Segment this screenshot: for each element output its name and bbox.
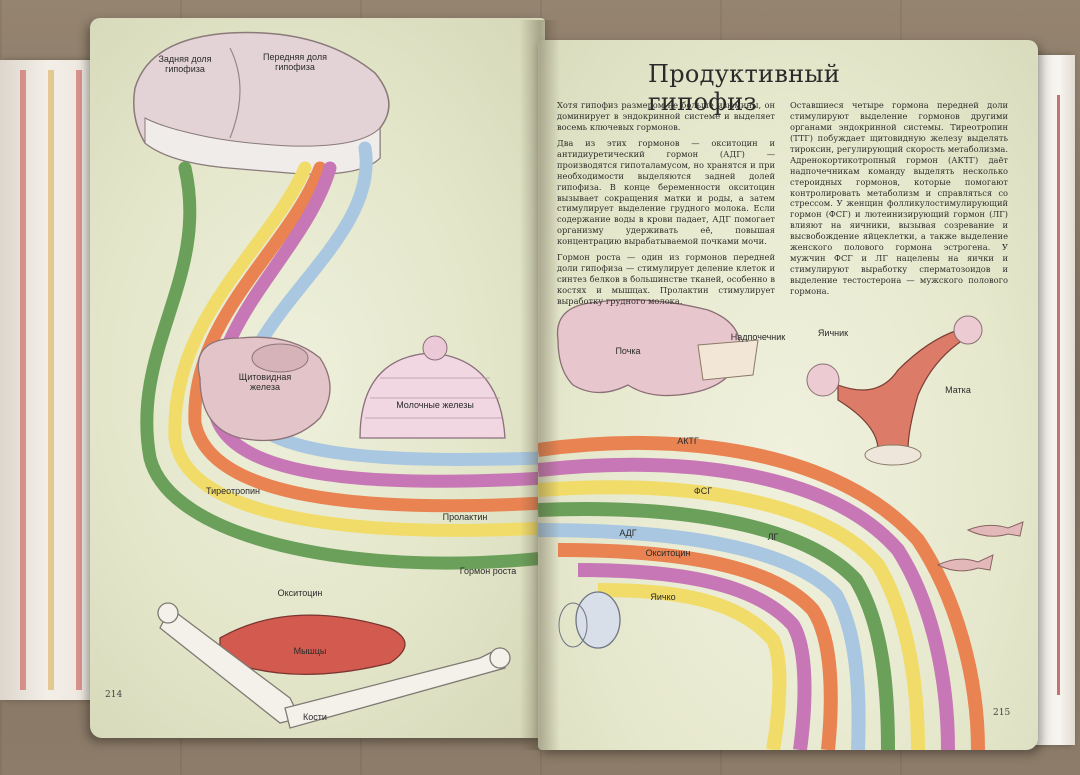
bones	[157, 602, 511, 729]
paragraph: Оставшиеся четыре гормона передней доли …	[790, 100, 1008, 296]
anterior-pituitary-label: Передняя доля гипофиза	[263, 52, 327, 73]
testis-label: Яичко	[650, 592, 676, 602]
paragraph: Два из этих гормонов — окситоцин и антид…	[557, 137, 775, 247]
left-illustration	[133, 31, 545, 729]
posterior-pituitary-label: Задняя доля гипофиза	[158, 54, 212, 75]
testis	[558, 591, 621, 649]
fish-sperm	[936, 521, 1024, 572]
hormone-arcs	[538, 435, 985, 750]
text-column-2: Оставшиеся четыре гормона передней доли …	[790, 100, 1008, 302]
band-fsh-label: ФСГ	[693, 486, 713, 496]
band-oxytocin-label: Окситоцин	[277, 588, 323, 598]
band-adh-label: АДГ	[619, 528, 637, 538]
band-prolactin-label: Пролактин	[442, 512, 488, 522]
right-page: Надпочечник Почка Яичник Матка Яичко АКТ…	[538, 40, 1038, 750]
paragraph: Гормон роста — один из гормонов передней…	[557, 252, 775, 306]
bones-label: Кости	[303, 712, 327, 722]
band-growth-label: Гормон роста	[459, 566, 517, 576]
thyroid-gland	[197, 336, 331, 442]
mammary-label: Молочные железы	[396, 400, 474, 410]
page-title: Продуктивный гипофиз	[648, 60, 841, 116]
uterus-label: Матка	[945, 385, 971, 395]
right-page-stack	[1035, 55, 1075, 745]
mammary-igloo	[359, 335, 506, 439]
band-lh-label: ЛГ	[767, 532, 779, 542]
thyroid-label: Щитовидная железа	[238, 372, 292, 393]
adrenal-label: Надпочечник	[730, 332, 786, 342]
muscles-label: Мышцы	[293, 646, 327, 656]
left-page: Задняя доля гипофиза Передняя доля гипоф…	[90, 18, 545, 738]
pituitary-gland	[133, 31, 390, 175]
right-page-number: 215	[993, 708, 1011, 718]
band-oxytocin-label-right: Окситоцин	[645, 548, 691, 558]
kidney	[556, 299, 759, 397]
muscle	[219, 614, 406, 675]
uterus	[806, 315, 983, 466]
band-actg-label: АКТГ	[677, 436, 699, 446]
left-page-number: 214	[105, 690, 123, 700]
kidney-label: Почка	[615, 346, 641, 356]
band-thyrotropin-label: Тиреотропин	[206, 486, 260, 496]
paragraph: Хотя гипофиз размером не больше изюмины,…	[557, 100, 775, 132]
text-column-1: Хотя гипофиз размером не больше изюмины,…	[557, 100, 775, 312]
ovary-label: Яичник	[817, 328, 849, 338]
right-illustration	[538, 299, 1024, 750]
